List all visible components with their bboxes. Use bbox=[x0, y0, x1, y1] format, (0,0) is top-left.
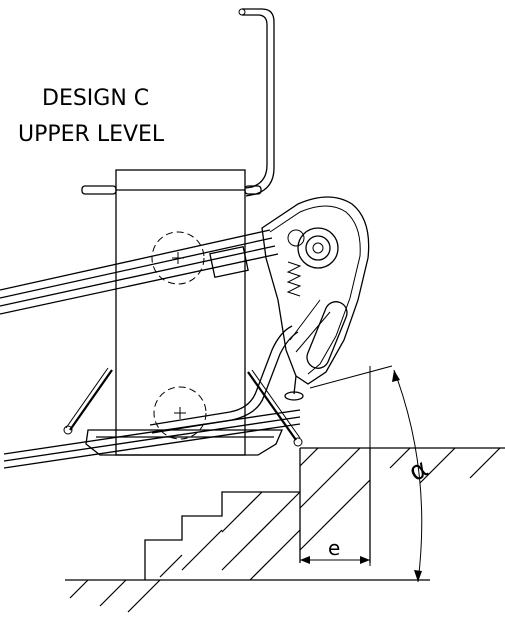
rail-carriage-block bbox=[209, 245, 249, 279]
title-line-1: DESIGN C bbox=[42, 86, 149, 111]
dimension-angle: α bbox=[392, 369, 433, 583]
dimension-e: e bbox=[300, 536, 370, 564]
stairs bbox=[144, 491, 301, 581]
drive-unit bbox=[261, 196, 370, 401]
lift-chair-body bbox=[81, 169, 283, 456]
support-struts bbox=[63, 367, 303, 447]
incline-reference-line bbox=[309, 365, 393, 389]
title-line-2: UPPER LEVEL bbox=[18, 122, 165, 147]
lower-roller-dashed bbox=[153, 386, 207, 440]
grab-rail bbox=[238, 8, 275, 197]
dimension-angle-label: α bbox=[404, 453, 433, 488]
upper-rail bbox=[0, 229, 279, 315]
lower-rail bbox=[3, 325, 301, 469]
dimension-e-label: e bbox=[328, 536, 340, 560]
upper-roller-dashed bbox=[151, 231, 205, 285]
lower-floor bbox=[65, 579, 430, 613]
